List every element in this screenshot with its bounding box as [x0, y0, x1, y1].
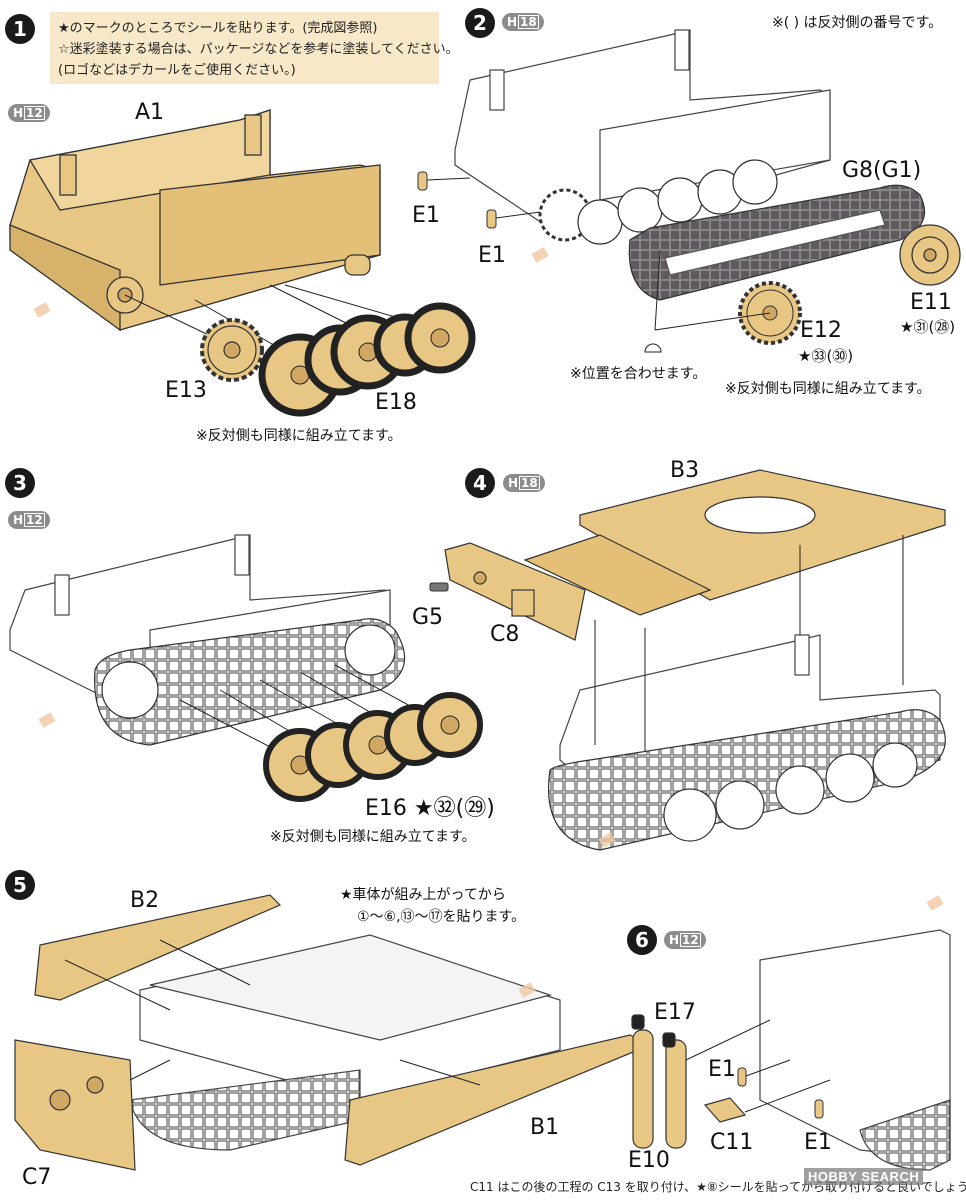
note-line: (ロゴなどはデカールをご使用ください。): [58, 63, 296, 78]
step5-b2: [34, 894, 282, 1001]
step6-e1-parts: [737, 1067, 824, 1119]
part-label-e1: E1: [478, 243, 506, 268]
part-label-e13: E13: [165, 378, 207, 403]
part-label-e10: E10: [628, 1148, 670, 1173]
step1-hull: [9, 109, 381, 332]
step1-roadwheels: [258, 302, 476, 417]
part-label-b3: B3: [670, 458, 700, 483]
part-label-e1: E1: [804, 1130, 832, 1155]
part-label-e11: E11: [910, 290, 952, 315]
step5-b1: [344, 1034, 652, 1166]
step4-track: [548, 709, 946, 851]
step-number-6: 6: [627, 925, 657, 955]
align-note: ※位置を合わせます。: [570, 366, 707, 382]
step3-roadwheels: [263, 692, 483, 802]
step6-hull: [759, 929, 951, 1171]
sticker-timing-note: ①～⑥,⑬～⑰を貼ります。: [357, 909, 526, 925]
step-number-4: 4: [465, 468, 495, 498]
part-label-g5: G5: [412, 605, 444, 630]
decal-note-box: ★のマークのところでシールを貼ります。(完成図参照) ☆迷彩塗装する場合は、パッ…: [50, 12, 459, 84]
step-number-1: 1: [5, 14, 35, 44]
part-label-b2: B2: [130, 888, 160, 913]
step2-e1-parts: [417, 171, 497, 229]
step2-e11-idler: [899, 224, 961, 286]
part-label-e16: E16 ★㉜(㉙): [365, 796, 495, 821]
opposite-side-note: ※反対側も同様に組み立てます。: [196, 428, 402, 444]
part-label-c7: C7: [22, 1165, 52, 1190]
part-label-c8: C8: [490, 622, 520, 647]
part-label-a1: A1: [135, 100, 165, 125]
step6-e10-e17: [631, 1014, 687, 1149]
paint-marks: [33, 247, 944, 998]
step-number-5: 5: [5, 870, 35, 900]
part-label-e12: E12: [800, 318, 842, 343]
part-label-e1: E1: [708, 1057, 736, 1082]
step4-g5: [429, 582, 449, 592]
sticker-number-e12: ★㉝(㉚): [798, 347, 854, 365]
step4-c8-plate: [444, 542, 586, 641]
opposite-number-note: ※( ) は反対側の番号です。: [772, 15, 943, 31]
step-number-2: 2: [465, 8, 495, 38]
step4-b3-deck: [523, 469, 946, 616]
step2-track: [628, 184, 926, 301]
step3-track: [94, 618, 406, 746]
step5-c7: [14, 1039, 136, 1171]
part-label-c11: C11: [710, 1130, 754, 1155]
step2-wheels-white: [538, 159, 778, 245]
step1-sprocket: [200, 318, 264, 382]
part-label-b1: B1: [530, 1115, 560, 1140]
part-label-e17: E17: [654, 1000, 696, 1025]
sticker-timing-note: ★車体が組み上がってから: [340, 887, 506, 903]
step-number-3: 3: [5, 468, 35, 498]
sticker-number-e11: ★㉛(㉘): [900, 318, 956, 336]
part-label-e18: E18: [375, 390, 417, 415]
note-line: ☆迷彩塗装する場合は、パッケージなどを参考に塗装してください。: [58, 42, 459, 57]
opposite-side-note: ※反対側も同様に組み立てます。: [270, 829, 476, 845]
note-line: ★のマークのところでシールを貼ります。(完成図参照): [58, 21, 378, 36]
opposite-side-note: ※反対側も同様に組み立てます。: [725, 381, 931, 397]
step5-hull: [129, 934, 561, 1151]
watermark: HOBBY SEARCH: [804, 1168, 924, 1185]
part-label-g8: G8(G1): [842, 158, 922, 183]
part-label-e1: E1: [412, 203, 440, 228]
step6-c11: [703, 1097, 747, 1123]
